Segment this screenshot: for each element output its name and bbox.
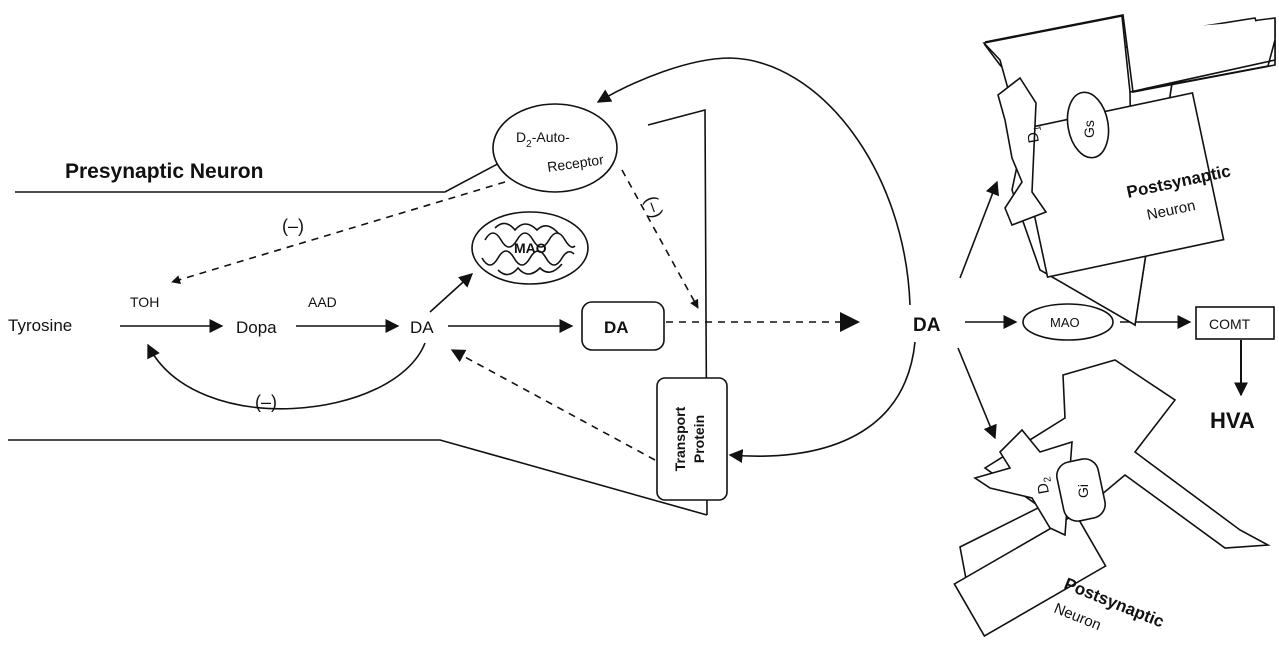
da-to-transport-curve — [728, 341, 916, 464]
presynaptic-neuron-label: Presynaptic Neuron — [65, 160, 263, 183]
synaptic-da-label: DA — [913, 315, 941, 336]
da-to-d1-arrow — [959, 180, 1000, 279]
dopa-label: Dopa — [236, 318, 277, 337]
transport-protein-box — [656, 377, 728, 501]
synaptic-mao-ellipse — [1022, 303, 1114, 341]
autoreceptor-label-line2: Receptor — [546, 151, 605, 175]
comt-label: COMT — [1209, 316, 1251, 332]
synaptic-mao-label: MAO — [1050, 315, 1080, 330]
tyrosine-label: Tyrosine — [8, 316, 72, 335]
reuptake-arrow — [450, 349, 656, 461]
d1-receptor — [997, 76, 1048, 227]
hva-label: HVA — [1210, 408, 1255, 433]
d2-receptor-label: D2 — [1033, 475, 1056, 495]
d2-autoreceptor: D2-Auto- Receptor — [492, 103, 618, 193]
gs-protein — [1066, 91, 1110, 159]
da-to-mitochondrion-arrow — [429, 273, 474, 313]
d2-receptor — [973, 428, 1073, 537]
transport-protein-line1: Transport — [672, 406, 688, 471]
gi-protein — [1056, 458, 1106, 522]
da-feedback-inhibition-curve — [147, 342, 426, 410]
da-to-autoreceptor-curve — [596, 57, 911, 306]
autoreceptor-label-line1: D2-Auto- — [516, 129, 570, 150]
inhibition-label-lower: (–) — [255, 392, 277, 412]
autoreceptor-to-tyrosine-inhibition — [171, 181, 506, 284]
bottom-neuron-plate — [953, 512, 1107, 638]
gi-protein-label: Gi — [1075, 484, 1091, 498]
vesicle-box — [581, 301, 665, 351]
transport-protein-line2: Protein — [691, 415, 707, 463]
vesicle-da-label: DA — [604, 318, 629, 337]
da-to-d2-arrow — [957, 347, 997, 440]
autoreceptor-to-release-inhibition — [621, 169, 699, 309]
comt-box — [1195, 306, 1275, 340]
mitochondrion-mao-label: MAO — [514, 240, 547, 256]
d1-receptor-label: D1 — [1023, 124, 1046, 144]
inhibition-label-release: (–) — [641, 193, 667, 221]
aad-enzyme-label: AAD — [308, 294, 337, 310]
gs-protein-label: Gs — [1081, 120, 1097, 138]
presynaptic-da-label: DA — [410, 318, 434, 337]
toh-enzyme-label: TOH — [130, 294, 159, 310]
inhibition-label-upper: (–) — [282, 216, 304, 236]
mitochondrion: MAO — [471, 211, 589, 285]
